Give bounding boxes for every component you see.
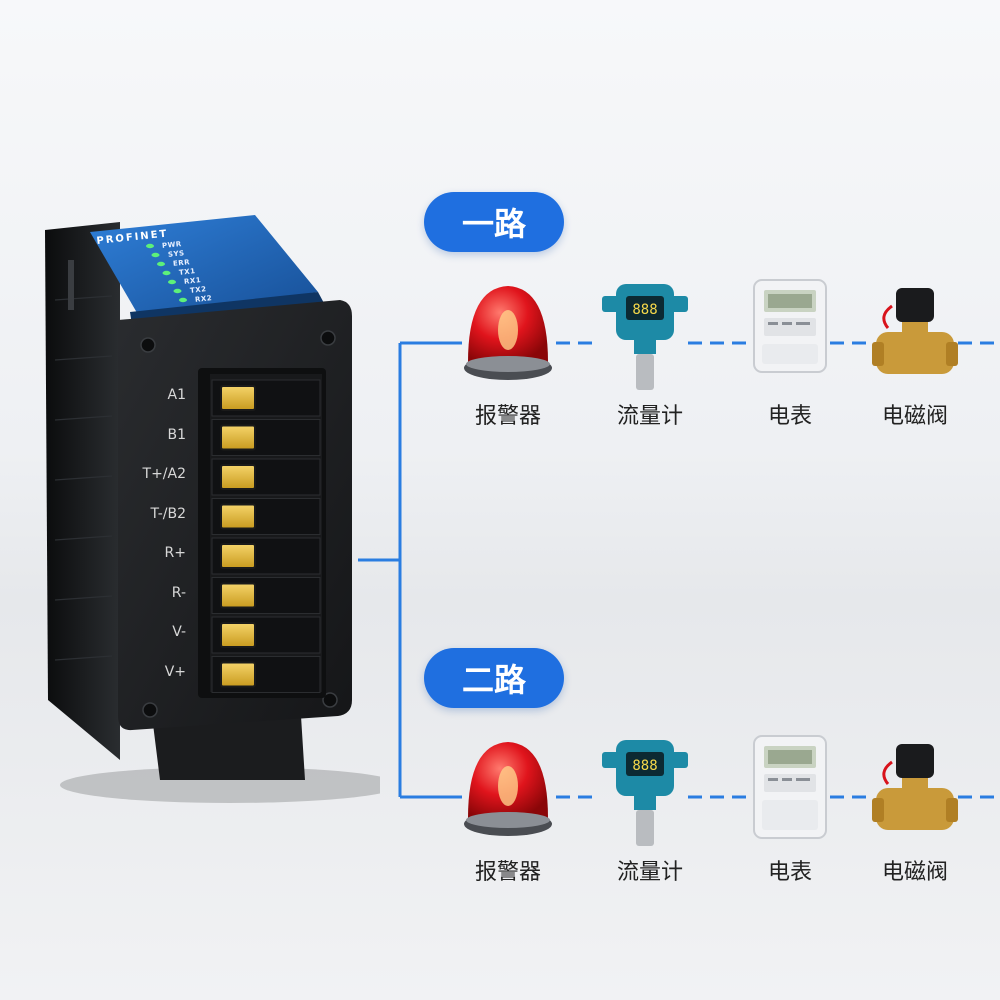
terminal-label: T+/A2 bbox=[142, 466, 186, 482]
terminal-label: T-/B2 bbox=[150, 505, 186, 522]
terminal-pin bbox=[220, 661, 256, 688]
alarm-light-icon bbox=[464, 742, 552, 836]
channel-2-device-meter: 电表 bbox=[767, 860, 812, 885]
channel-2-device-flowmeter: 流量计 bbox=[616, 860, 683, 885]
svg-text:888: 888 bbox=[632, 758, 657, 774]
status-led bbox=[173, 288, 182, 294]
terminal-label: R+ bbox=[164, 545, 186, 561]
electric-meter-icon bbox=[753, 735, 827, 839]
terminal-label: R- bbox=[171, 584, 186, 601]
channel-2-device-valve: 电磁阀 bbox=[881, 860, 948, 885]
status-led bbox=[157, 261, 165, 267]
flow-meter-icon: 888 bbox=[602, 740, 688, 846]
channel-1-badge: 一路 bbox=[424, 192, 564, 252]
channel-2-badge: 二路 bbox=[424, 648, 564, 708]
terminal-pin bbox=[220, 385, 256, 411]
channel-1-device-alarm: 报警器 bbox=[474, 404, 541, 429]
terminal-pin bbox=[220, 503, 256, 530]
electric-meter-icon bbox=[753, 279, 827, 373]
channel-1-device-flowmeter: 流量计 bbox=[616, 404, 683, 429]
flow-meter-icon: 888 bbox=[602, 284, 688, 390]
alarm-light-icon bbox=[464, 286, 552, 380]
terminal-pin bbox=[220, 543, 256, 569]
channel-2-device-alarm: 报警器 bbox=[474, 860, 541, 885]
svg-text:888: 888 bbox=[632, 302, 657, 318]
status-led bbox=[168, 279, 176, 285]
channel-1-device-valve: 电磁阀 bbox=[881, 404, 948, 429]
terminal-pin bbox=[220, 582, 256, 609]
terminal-pin bbox=[220, 622, 256, 648]
status-led bbox=[179, 297, 187, 303]
terminal-label: B1 bbox=[167, 426, 186, 443]
terminal-pin bbox=[220, 424, 256, 451]
status-led bbox=[162, 270, 171, 276]
terminal-label: A1 bbox=[167, 387, 186, 403]
terminal-pin bbox=[220, 464, 256, 490]
solenoid-valve-icon bbox=[872, 744, 958, 830]
terminal-label: V- bbox=[172, 624, 186, 640]
terminal-label: V+ bbox=[164, 663, 186, 680]
solenoid-valve-icon bbox=[872, 288, 958, 374]
channel-1-device-meter: 电表 bbox=[767, 404, 812, 429]
status-led bbox=[151, 252, 160, 258]
status-led bbox=[146, 243, 154, 249]
gateway-device bbox=[45, 215, 380, 803]
